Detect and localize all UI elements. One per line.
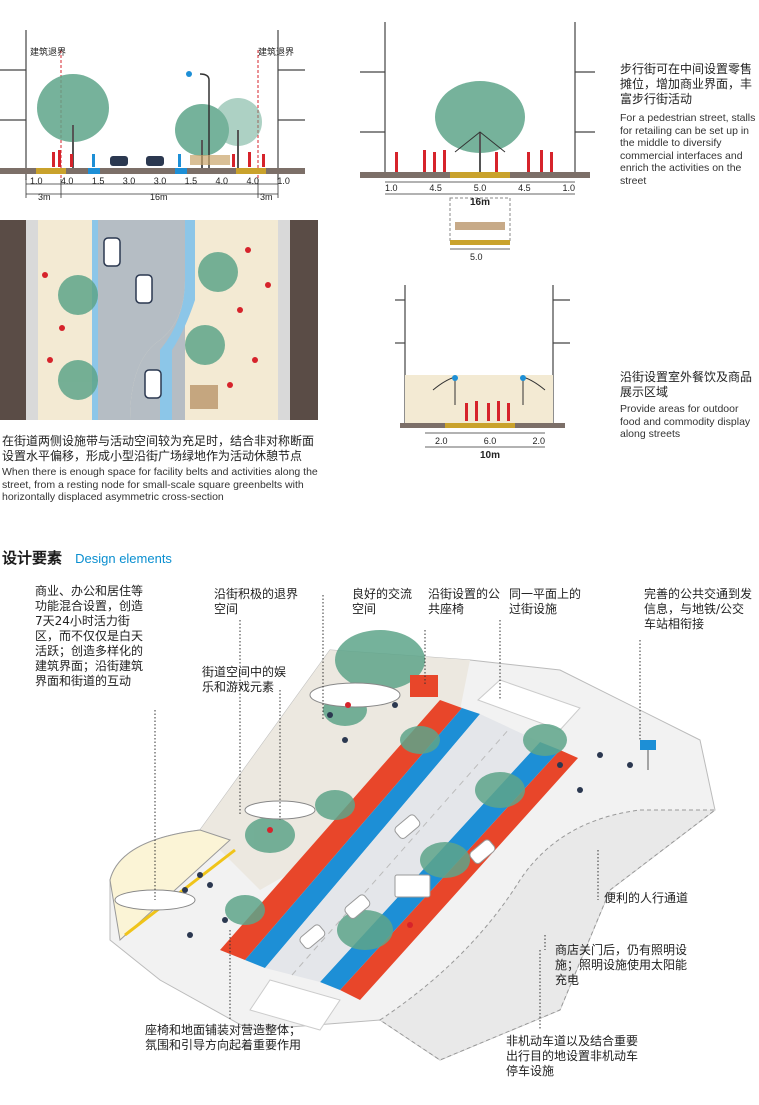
callout-crossing: 同一平面上的过街设施: [509, 587, 582, 616]
plan-caption-cn: 在街道两侧设施带与活动空间较为充足时，结合非对称断面设置水平偏移，形成小型沿街广…: [2, 434, 315, 463]
dim: 3.0: [122, 176, 136, 186]
axonometric-drawing: [109, 595, 717, 1061]
dim: 5.0: [473, 183, 487, 193]
section-title-en: Design elements: [75, 551, 172, 566]
dim: 1.0: [277, 176, 290, 186]
section-2-stall: 5.0: [470, 252, 483, 262]
section-2-caption-en: For a pedestrian street, stalls for reta…: [620, 112, 756, 187]
section-3-caption-cn: 沿街设置室外餐饮及商品展示区域: [620, 370, 753, 399]
dim: 6.0: [483, 436, 497, 446]
dim: 1.0: [30, 176, 43, 186]
callout-public-seating: 沿街设置的公共座椅: [428, 587, 501, 616]
dim: 4.0: [246, 176, 259, 186]
dim: 4.0: [215, 176, 229, 186]
section-3-total: 10m: [480, 450, 501, 461]
dim: 1.5: [91, 176, 105, 186]
dim: 4.0: [60, 176, 74, 186]
section-1-drawing: [0, 30, 305, 198]
callout-solar-lighting: 商店关门后，仍有照明设施；照明设施使用太阳能充电: [555, 943, 688, 987]
section-1-dims: 1.0 4.0 1.5 3.0 3.0 1.5 4.0 4.0 1.0: [30, 176, 290, 186]
dim-total-right: 3m: [260, 192, 273, 202]
callout-bike-lane: 非机动车道以及结合重要出行目的地设置非机动车停车设施: [506, 1034, 639, 1078]
dim: 4.5: [429, 183, 442, 193]
dim: 3.0: [153, 176, 167, 186]
section-title-cn: 设计要素: [2, 549, 63, 567]
dim: 1.0: [562, 183, 575, 193]
setback-label-right: 建筑退界: [258, 47, 295, 57]
plan-caption-en: When there is enough space for facility …: [2, 466, 318, 503]
callout-setback-space: 沿街积极的退界空间: [214, 587, 299, 616]
dim: 1.0: [385, 183, 398, 193]
section-2-dims: 1.0 4.5 5.0 4.5 1.0: [385, 183, 575, 193]
dim: 2.0: [532, 436, 545, 446]
setback-label-left: 建筑退界: [30, 47, 67, 57]
section-2-caption-cn: 步行街可在中间设置零售摊位，增加商业界面，丰富步行街活动: [620, 62, 753, 106]
section-3-dims: 2.0 6.0 2.0: [435, 436, 545, 446]
dim-total-left: 3m: [38, 192, 51, 202]
callout-mixed-use: 商业、办公和居住等功能混合设置，创造7天24小时活力街区，而不仅仅是白天活跃；创…: [35, 584, 144, 688]
plan-drawing: [0, 220, 318, 420]
section-3-drawing: [395, 285, 570, 448]
section-title: 设计要素 Design elements: [2, 547, 172, 568]
dim-total-mid: 16m: [150, 192, 168, 202]
section-3-caption-en: Provide areas for outdoor food and commo…: [620, 403, 751, 440]
callout-transit-info: 完善的公共交通到发信息，与地铁/公交车站相衔接: [644, 587, 753, 631]
callout-play-elements: 街道空间中的娱乐和游戏元素: [202, 665, 287, 694]
callout-paving: 座椅和地面铺装对营造整体；氛围和引导方向起着重要作用: [145, 1023, 302, 1052]
callout-communication-space: 良好的交流空间: [352, 587, 413, 616]
dim: 4.5: [518, 183, 531, 193]
section-2-drawing: [360, 22, 595, 250]
dim: 1.5: [184, 176, 198, 186]
section-2-total: 16m: [470, 197, 491, 208]
callout-pedestrian-passage: 便利的人行通道: [604, 891, 689, 905]
dim: 2.0: [435, 436, 448, 446]
